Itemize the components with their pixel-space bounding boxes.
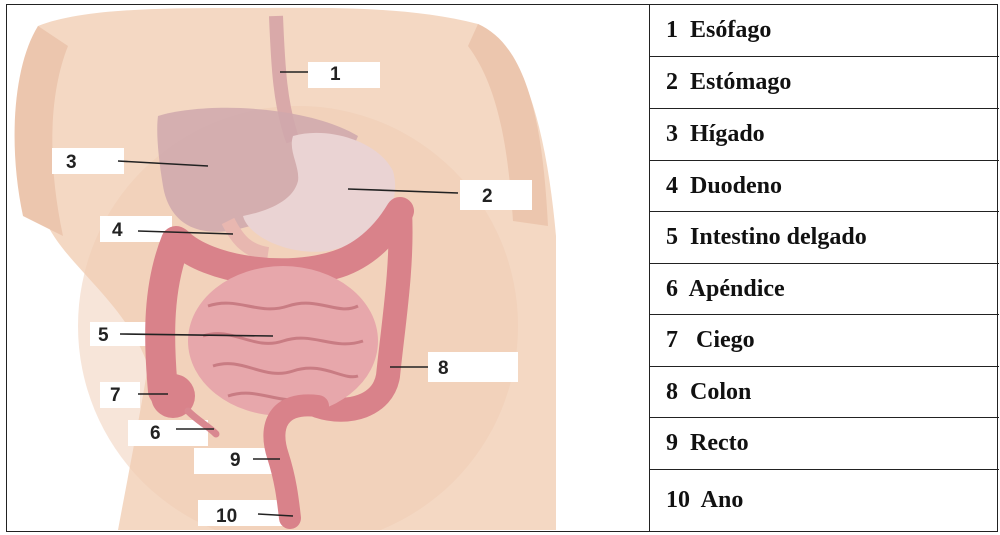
legend-item-label: 1 Esófago <box>650 17 771 44</box>
legend-table: 1 Esófago 2 Estómago 3 Hígado 4 Duodeno … <box>649 5 1000 531</box>
legend-item-label: 9 Recto <box>650 430 749 457</box>
callout-5: 5 <box>98 325 109 346</box>
legend-row-4: 4 Duodeno <box>650 161 999 212</box>
callout-2: 2 <box>482 186 493 207</box>
legend-row-8: 8 Colon <box>650 367 999 418</box>
legend-item-label: 6 Apéndice <box>650 276 785 303</box>
callout-8: 8 <box>438 358 449 379</box>
legend-row-1: 1 Esófago <box>650 5 999 57</box>
legend-row-5: 5 Intestino delgado <box>650 212 999 264</box>
label-box-6 <box>128 420 208 446</box>
legend-row-9: 9 Recto <box>650 418 999 470</box>
legend-row-7: 7 Ciego <box>650 315 999 367</box>
legend-item-label: 5 Intestino delgado <box>650 224 867 251</box>
digestive-system-diagram: 1 2 3 4 5 6 7 8 9 10 <box>8 6 648 530</box>
legend-row-2: 2 Estómago <box>650 57 999 109</box>
callout-1: 1 <box>330 64 341 85</box>
legend-row-3: 3 Hígado <box>650 109 999 161</box>
label-box-2 <box>460 180 532 210</box>
legend-item-label: 8 Colon <box>650 379 751 406</box>
legend-row-10: 10 Ano <box>650 470 999 531</box>
callout-10: 10 <box>216 506 237 527</box>
legend-item-label: 7 Ciego <box>650 327 755 354</box>
callout-3: 3 <box>66 152 77 173</box>
legend-item-label: 4 Duodeno <box>650 173 782 200</box>
label-box-10 <box>198 500 288 526</box>
legend-item-label: 2 Estómago <box>650 69 791 96</box>
legend-row-6: 6 Apéndice <box>650 264 999 315</box>
callout-7: 7 <box>110 385 121 406</box>
callout-6: 6 <box>150 423 161 444</box>
legend-item-label: 3 Hígado <box>650 121 765 148</box>
label-box-3 <box>52 148 124 174</box>
label-box-1 <box>308 62 380 88</box>
legend-item-label: 10 Ano <box>650 487 743 514</box>
ascending-colon <box>160 241 176 391</box>
callout-4: 4 <box>112 220 123 241</box>
callout-9: 9 <box>230 450 241 471</box>
